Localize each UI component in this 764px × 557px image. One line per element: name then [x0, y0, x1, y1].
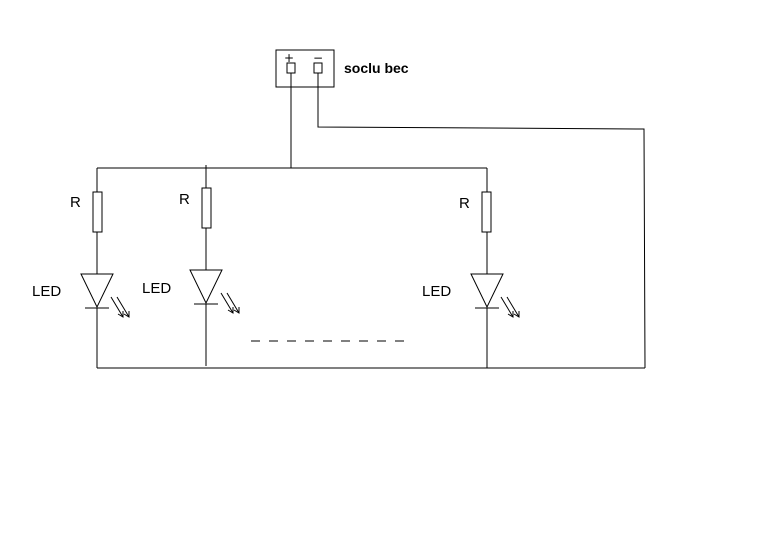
led-triangle — [189, 269, 223, 305]
minus-wire — [317, 73, 646, 369]
led-triangle — [470, 273, 504, 309]
led-triangle — [80, 273, 114, 309]
light-emission-icon — [500, 296, 520, 318]
socket-label: soclu bec — [344, 60, 409, 76]
resistor-label: R — [70, 194, 81, 211]
light-emission-icon — [220, 292, 240, 314]
socket-body — [275, 49, 335, 88]
socket: + − soclu bec — [275, 49, 409, 88]
light-emission-icon — [110, 296, 130, 318]
resistor-label: R — [459, 195, 470, 212]
branch-3: R LED — [422, 168, 520, 368]
socket-minus-symbol: − — [313, 51, 323, 65]
socket-plus-symbol: + — [284, 51, 294, 65]
branch-2: R LED — [142, 165, 240, 366]
branch-1: R LED — [32, 168, 130, 368]
led-label: LED — [142, 280, 171, 297]
resistor — [92, 191, 103, 233]
led-label: LED — [422, 283, 451, 300]
resistor — [201, 187, 212, 229]
led-label: LED — [32, 283, 61, 300]
resistor — [481, 191, 492, 233]
resistor-label: R — [179, 191, 190, 208]
wires — [97, 73, 646, 369]
